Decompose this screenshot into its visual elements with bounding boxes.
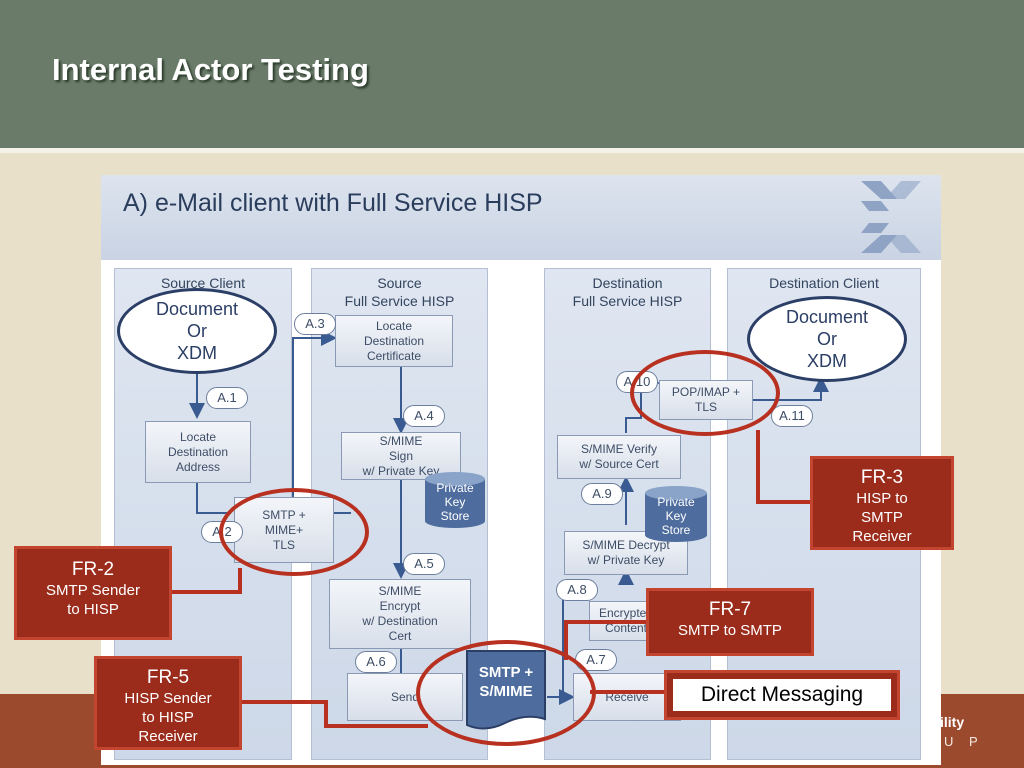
step-a3: A.3 xyxy=(294,313,336,335)
callout-text: HISP to SMTP Receiver xyxy=(852,490,912,545)
connector-fr3 xyxy=(756,430,760,502)
callout-fr7: FR-7 SMTP to SMTP xyxy=(646,588,814,656)
connector-fr2 xyxy=(170,590,242,594)
highlight-ring-smtp-smime xyxy=(416,640,596,746)
header-divider xyxy=(0,148,1024,153)
callout-heading: FR-5 xyxy=(146,667,190,688)
callout-fr5: FR-5 HISP Sender to HISP Receiver xyxy=(94,656,242,750)
private-key-store-destination: Private Key Store xyxy=(643,485,709,543)
database-icon xyxy=(645,486,707,542)
lane-title: Destination Client xyxy=(769,275,879,291)
key-store-label: Private Key Store xyxy=(657,495,695,537)
callout-text: SMTP to SMTP xyxy=(678,622,782,639)
database-icon xyxy=(425,472,485,528)
connector-fr5 xyxy=(324,724,428,728)
key-store-label: Private Key Store xyxy=(436,481,474,523)
callout-text: HISP Sender to HISP Receiver xyxy=(124,690,212,745)
diagram-logo-icon xyxy=(861,181,921,253)
callout-fr2: FR-2 SMTP Sender to HISP xyxy=(14,546,172,640)
smime-verify-box: S/MIME Verify w/ Source Cert xyxy=(557,435,681,479)
connector-fr2 xyxy=(238,568,242,594)
callout-direct-messaging: Direct Messaging xyxy=(664,670,900,720)
step-a8: A.8 xyxy=(556,579,598,601)
highlight-ring-pop-imap xyxy=(630,350,780,436)
step-a9: A.9 xyxy=(581,483,623,505)
locate-certificate-box: Locate Destination Certificate xyxy=(335,315,453,367)
callout-fr3: FR-3 HISP to SMTP Receiver xyxy=(810,456,954,550)
document-destination-ellipse: Document Or XDM xyxy=(747,296,907,382)
connector-fr7 xyxy=(564,620,568,660)
diagram-header xyxy=(101,175,941,260)
connector-fr7 xyxy=(564,620,648,624)
callout-heading: FR-3 xyxy=(860,467,904,488)
step-a11: A.11 xyxy=(771,405,813,427)
step-a1: A.1 xyxy=(206,387,248,409)
lane-title: Destination Full Service HISP xyxy=(572,275,683,309)
callout-heading: FR-7 xyxy=(708,599,752,620)
locate-address-box: Locate Destination Address xyxy=(145,421,251,483)
lane-title: Source Full Service HISP xyxy=(344,275,455,309)
step-a7: A.7 xyxy=(575,649,617,671)
lane-title: Source Client xyxy=(160,275,246,291)
callout-heading: FR-2 xyxy=(71,559,115,580)
footer-tagline: ility xyxy=(940,714,965,730)
connector-fr5 xyxy=(240,700,328,704)
connector-fr3 xyxy=(756,500,814,504)
step-a4: A.4 xyxy=(403,405,445,427)
step-a6: A.6 xyxy=(355,651,397,673)
document-source-ellipse: Document Or XDM xyxy=(117,288,277,374)
smime-encrypt-box: S/MIME Encrypt w/ Destination Cert xyxy=(329,579,471,649)
step-a5: A.5 xyxy=(403,553,445,575)
private-key-store-source: Private Key Store xyxy=(423,471,487,529)
callout-text: SMTP Sender to HISP xyxy=(46,582,140,618)
slide-header-bar xyxy=(0,0,1024,148)
slide-title: Internal Actor Testing xyxy=(52,52,369,87)
footer-group-label: U P xyxy=(944,734,984,749)
callout-text: Direct Messaging xyxy=(673,679,891,711)
smime-sign-box: S/MIME Sign w/ Private Key xyxy=(341,432,461,480)
highlight-ring-smtp-mime xyxy=(219,488,369,576)
diagram-title: A) e-Mail client with Full Service HISP xyxy=(123,189,543,217)
connector-direct xyxy=(590,690,670,694)
connector-fr5 xyxy=(324,700,328,728)
